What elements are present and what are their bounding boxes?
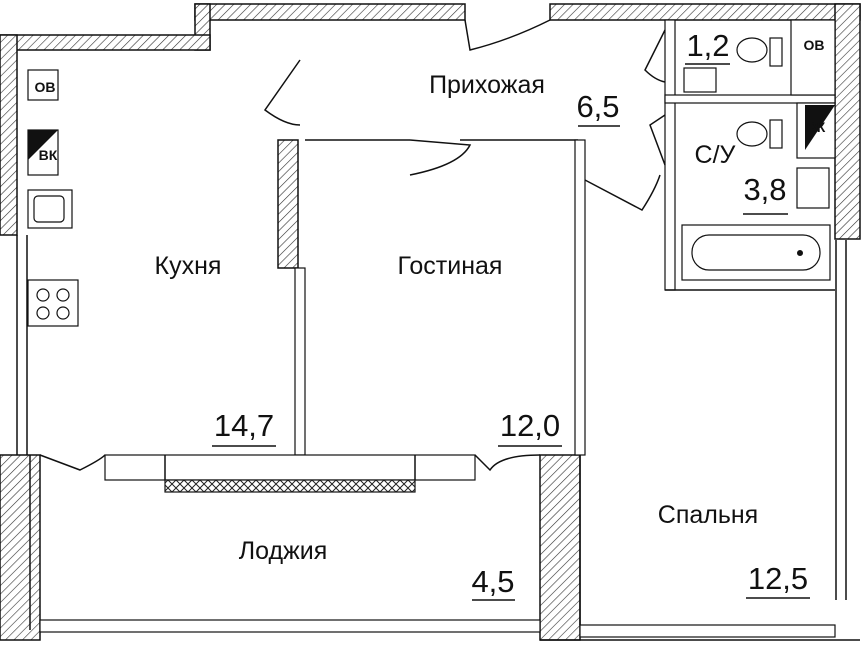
room-name-living: Гостиная — [398, 252, 503, 280]
room-area-kitchen: 14,7 — [214, 408, 274, 443]
ov-label: ОВ — [804, 37, 825, 53]
ov-label: ОВ — [35, 79, 56, 95]
room-area-living: 12,0 — [500, 408, 560, 443]
room-name-bedroom: Спальня — [658, 501, 758, 529]
toilet-icon — [736, 121, 768, 147]
vk-label: ВК — [39, 147, 58, 163]
room-area-bedroom: 12,5 — [748, 561, 808, 596]
room-name-kitchen: Кухня — [155, 252, 222, 280]
partitions — [16, 19, 860, 641]
doors — [39, 19, 666, 472]
room-name-hallway: Прихожая — [429, 71, 545, 99]
room-name-loggia: Лоджия — [239, 537, 328, 565]
sink-icon — [796, 167, 830, 209]
room-area-loggia: 4,5 — [471, 564, 514, 599]
loggia-window-wall — [104, 454, 476, 493]
room-name-bathroom: С/У — [695, 141, 736, 169]
vk-label: ВК — [807, 119, 826, 135]
ov-shaft-icon — [27, 69, 59, 101]
toilet-icon — [736, 37, 768, 63]
stove-icon — [27, 279, 79, 327]
sink-icon — [683, 67, 717, 93]
room-area-hallway: 6,5 — [576, 89, 619, 124]
walls — [0, 3, 861, 641]
fixtures — [27, 37, 835, 327]
room-area-bathroom: 3,8 — [743, 172, 786, 207]
room-area-wc: 1,2 — [686, 28, 729, 63]
